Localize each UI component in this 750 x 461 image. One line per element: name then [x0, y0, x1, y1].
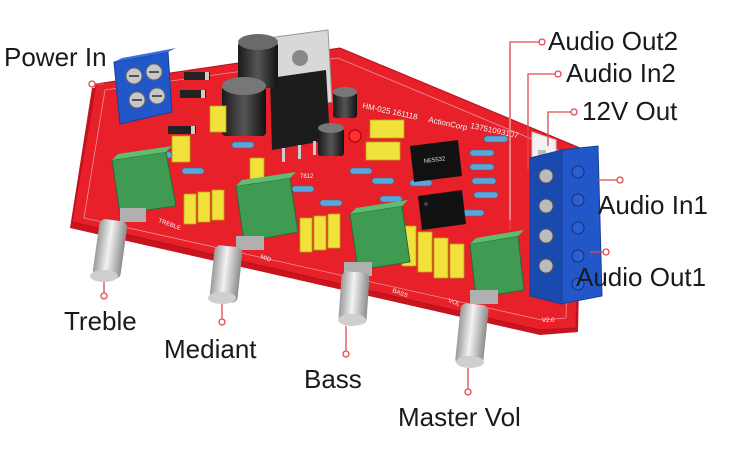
board-bass-text: BASS — [391, 288, 408, 299]
label-audio-in1: Audio In1 — [598, 190, 708, 220]
label-bass: Bass — [304, 364, 362, 394]
label-treble: Treble — [64, 306, 137, 336]
board-mid-text: MID — [259, 254, 272, 264]
leader-12v-out — [547, 111, 574, 146]
leader-dot-treble — [100, 292, 108, 300]
leader-audio-out2 — [509, 41, 542, 230]
film-capacitors — [171, 105, 465, 279]
leader-dot-bass — [342, 350, 350, 358]
label-12v-out: 12V Out — [582, 96, 678, 126]
power-in-terminal — [113, 48, 176, 125]
label-audio-out2: Audio Out2 — [548, 26, 679, 56]
board-version-text: V2.0 — [542, 318, 555, 324]
audio-terminal-block — [529, 145, 603, 305]
power-led — [348, 129, 362, 143]
opamp-ic-1: NE5532 — [410, 140, 462, 182]
leader-dot-audio-in2 — [554, 70, 562, 78]
leader-dot-mediant — [218, 318, 226, 326]
diodes — [168, 72, 210, 134]
leader-dot-power-in — [88, 80, 96, 88]
label-mediant: Mediant — [164, 334, 257, 364]
ic-marking: NE5532 — [424, 156, 447, 165]
label-audio-in2: Audio In2 — [566, 58, 676, 88]
label-master-vol: Master Vol — [398, 402, 521, 432]
electrolytic-capacitors — [222, 34, 357, 156]
leader-dot-audio-in1 — [616, 176, 624, 184]
board-reg-text: 7812 — [300, 174, 314, 180]
pot-mediant — [208, 172, 299, 304]
board-vol-text: VOL — [447, 298, 461, 308]
label-power-in: Power In — [4, 42, 107, 72]
leader-dot-master-vol — [464, 388, 472, 396]
leader-audio-in2 — [527, 73, 558, 170]
label-audio-out1: Audio Out1 — [576, 262, 707, 292]
leader-dot-12v-out — [570, 108, 578, 116]
leader-lines — [88, 38, 624, 396]
leader-dot-audio-out2 — [538, 38, 546, 46]
opamp-ic-2 — [418, 190, 466, 230]
pot-master-vol — [455, 230, 525, 368]
pot-treble — [90, 146, 177, 282]
leader-dot-audio-out1 — [602, 248, 610, 256]
pot-bass — [338, 200, 411, 326]
